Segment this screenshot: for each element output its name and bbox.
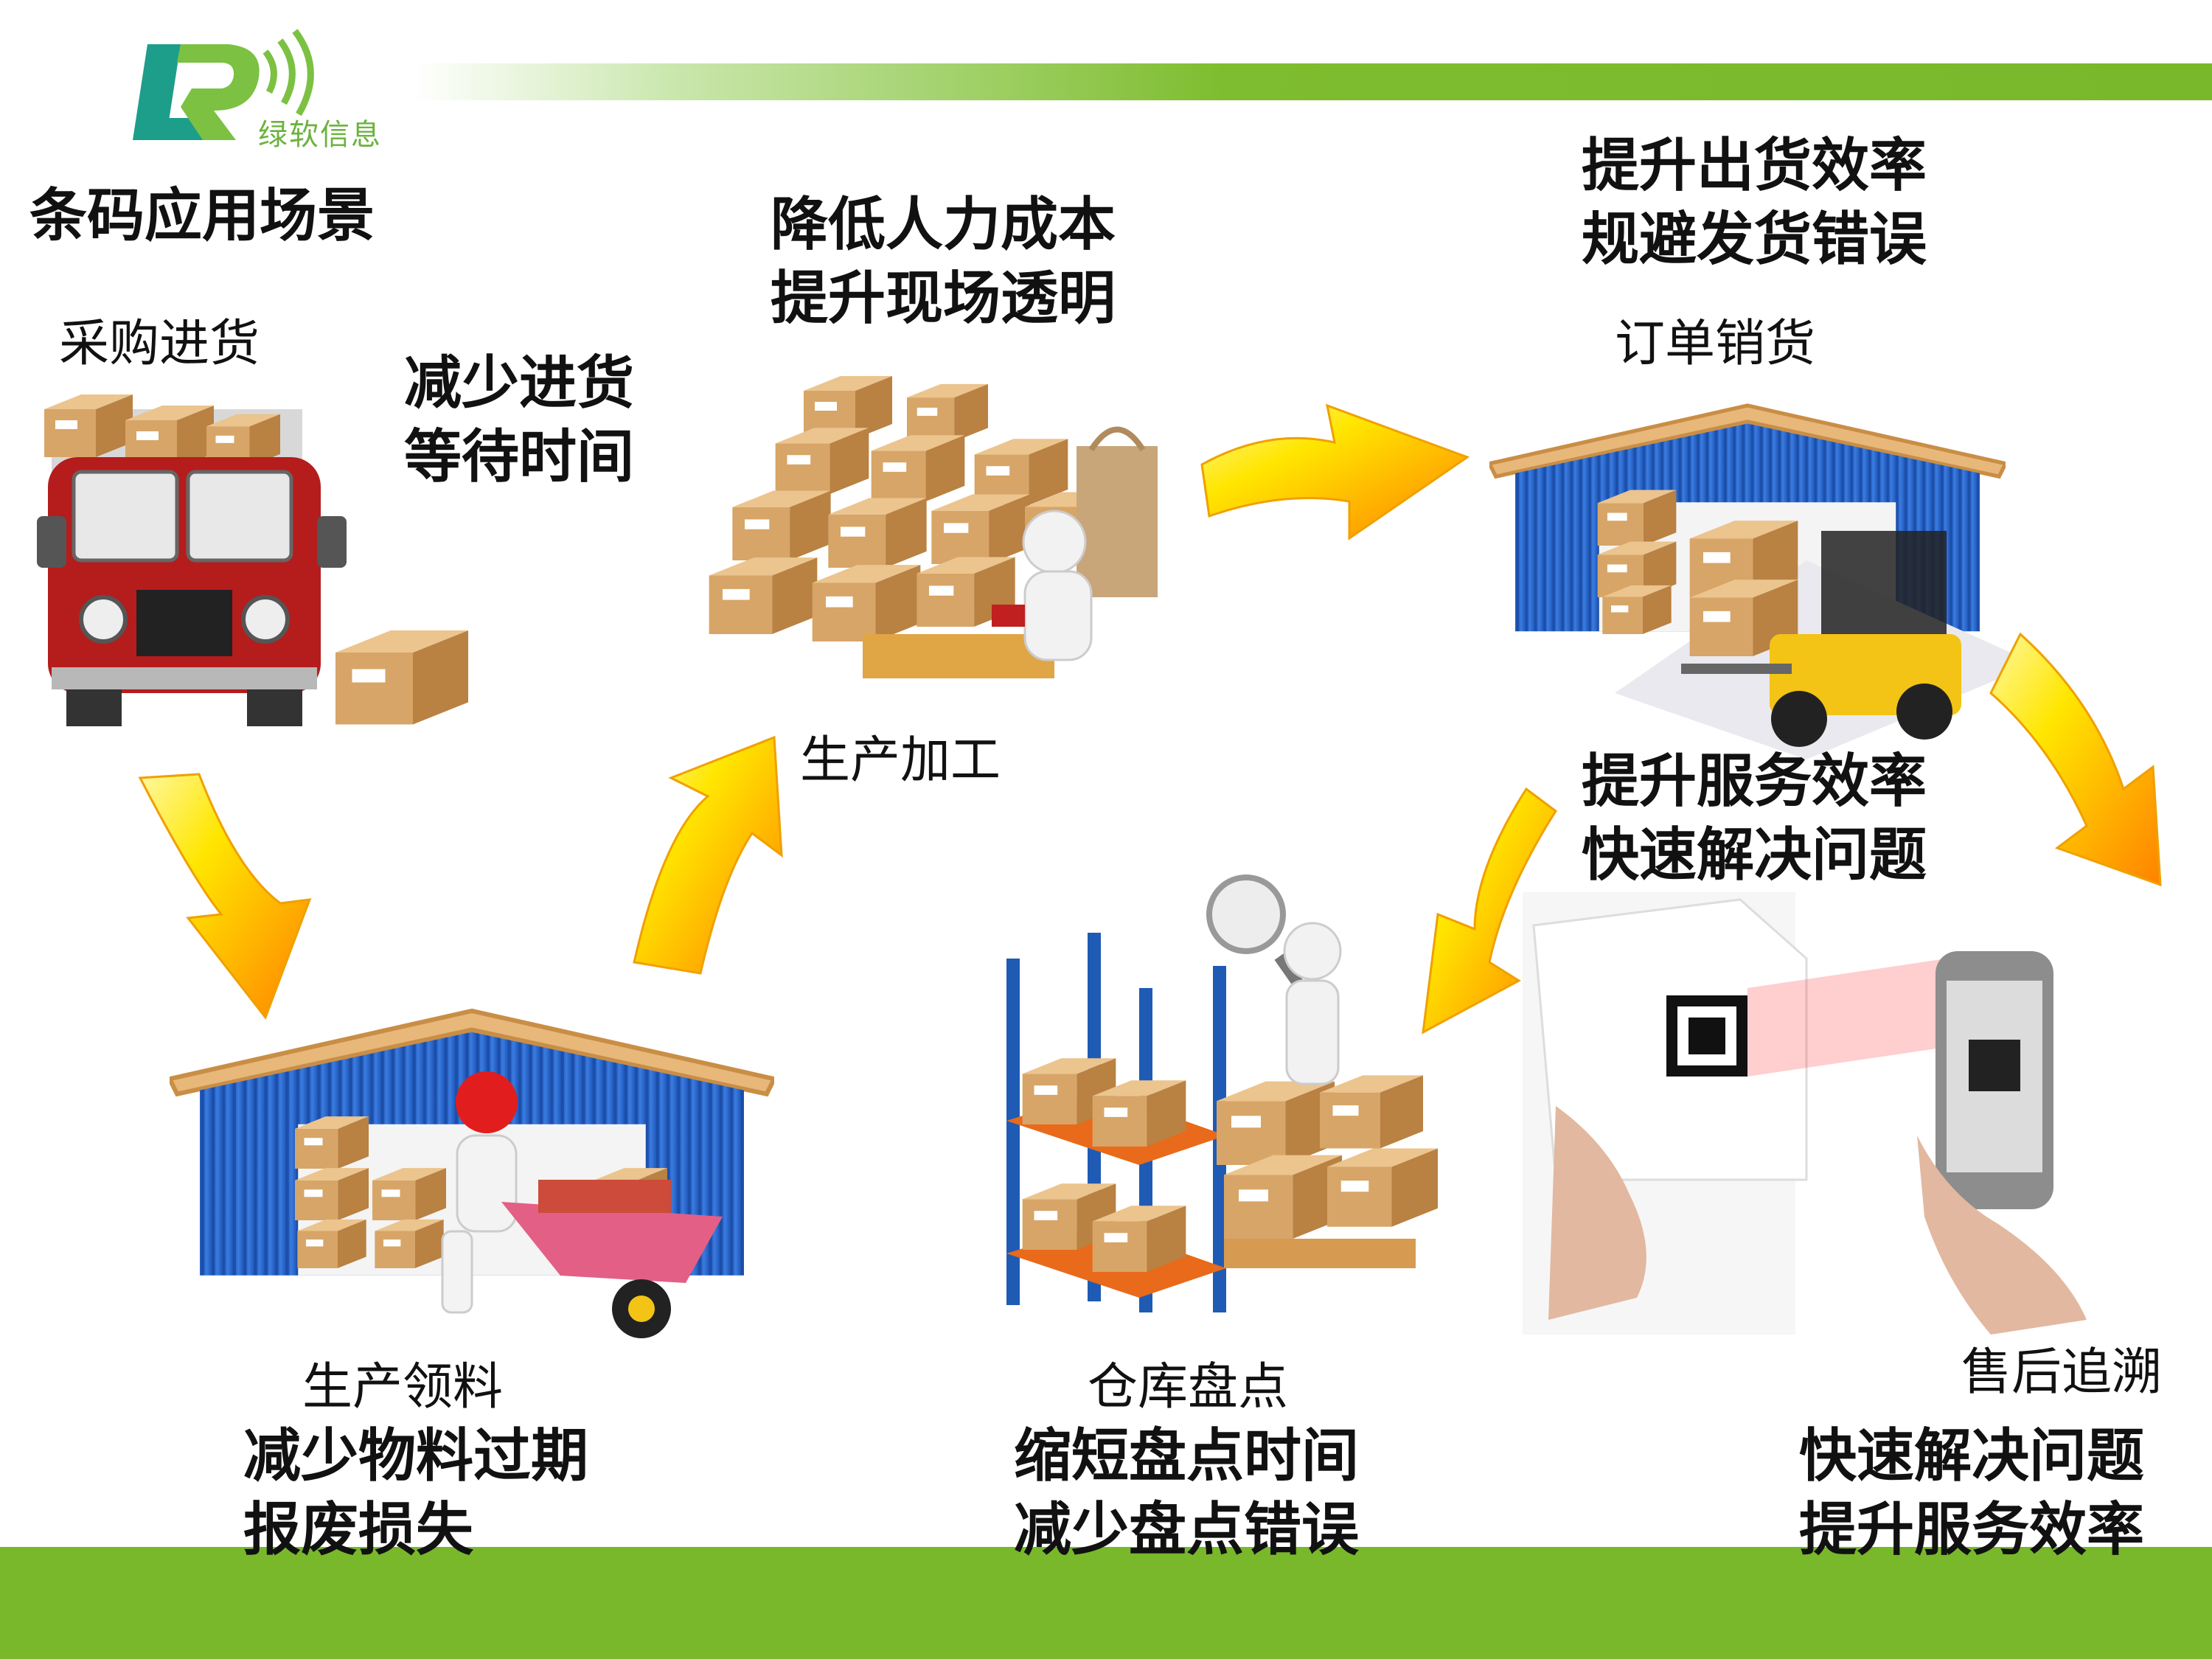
- benefit-line: 减少物料过期: [243, 1423, 589, 1489]
- benefit-line: 缩短盘点时间: [1014, 1423, 1360, 1489]
- stage-label-inventory: 仓库盘点: [1088, 1358, 1289, 1416]
- benefit-line: 等待时间: [404, 424, 635, 490]
- stage-label-order: 订单销货: [1615, 315, 1816, 373]
- benefit-line: 减少进货: [404, 350, 635, 417]
- benefit-inventory: 缩短盘点时间 减少盘点错误: [1014, 1419, 1359, 1567]
- box-pile-illustration: [709, 376, 1158, 678]
- flow-arrow-purchase-to-material: [138, 773, 312, 1020]
- benefit-production: 降低人力成本 提升现场透明: [771, 188, 1116, 335]
- wheelbarrow-warehouse-illustration: [170, 1011, 774, 1338]
- flow-arrow-material-to-production: [633, 735, 783, 975]
- benefit-line: 降低人力成本: [771, 192, 1116, 258]
- benefit-line: 减少盘点错误: [1014, 1497, 1360, 1563]
- stage-label-production: 生产加工: [800, 731, 1001, 790]
- footer-band: [0, 1547, 2212, 1659]
- flow-arrow-production-to-order: [1200, 403, 1470, 540]
- benefit-line: 提升服务效率: [1582, 748, 1927, 815]
- benefit-purchase: 减少进货 等待时间: [404, 347, 634, 494]
- brand-name: 绿软信息: [258, 118, 382, 152]
- stage-label-material: 生产领料: [302, 1358, 504, 1416]
- benefit-line: 报废损失: [243, 1497, 474, 1563]
- stage-label-purchase: 采购进货: [59, 315, 260, 373]
- benefit-aftersales: 快速解决问题 提升服务效率: [1799, 1419, 2144, 1567]
- logo-mark: [133, 29, 314, 140]
- benefit-line: 快速解决问题: [1799, 1423, 2145, 1489]
- benefit-line: 提升现场透明: [771, 265, 1116, 332]
- benefit-line: 快速解决问题: [1582, 822, 1927, 888]
- stage-label-aftersales: 售后追溯: [1961, 1343, 2163, 1402]
- benefit-line: 提升出货效率: [1582, 133, 1927, 199]
- flow-arrow-order-to-aftersales: [1989, 632, 2162, 887]
- benefit-line: 提升服务效率: [1799, 1497, 2145, 1563]
- benefit-service: 提升服务效率 快速解决问题: [1582, 745, 1927, 892]
- shelving-illustration: [1006, 874, 1438, 1312]
- benefit-material: 减少物料过期 报废损失: [243, 1419, 588, 1567]
- qr-scan-illustration: [1523, 892, 2087, 1335]
- benefit-order: 提升出货效率 规避发货错误: [1582, 129, 1927, 276]
- benefit-line: 规避发货错误: [1582, 206, 1927, 273]
- flow-arrow-service-to-inventory: [1422, 787, 1558, 1034]
- truck-illustration: [37, 394, 468, 726]
- header-band: [413, 63, 2212, 100]
- forklift-warehouse-illustration: [1489, 406, 2035, 759]
- page-title: 条码应用场景: [29, 183, 375, 249]
